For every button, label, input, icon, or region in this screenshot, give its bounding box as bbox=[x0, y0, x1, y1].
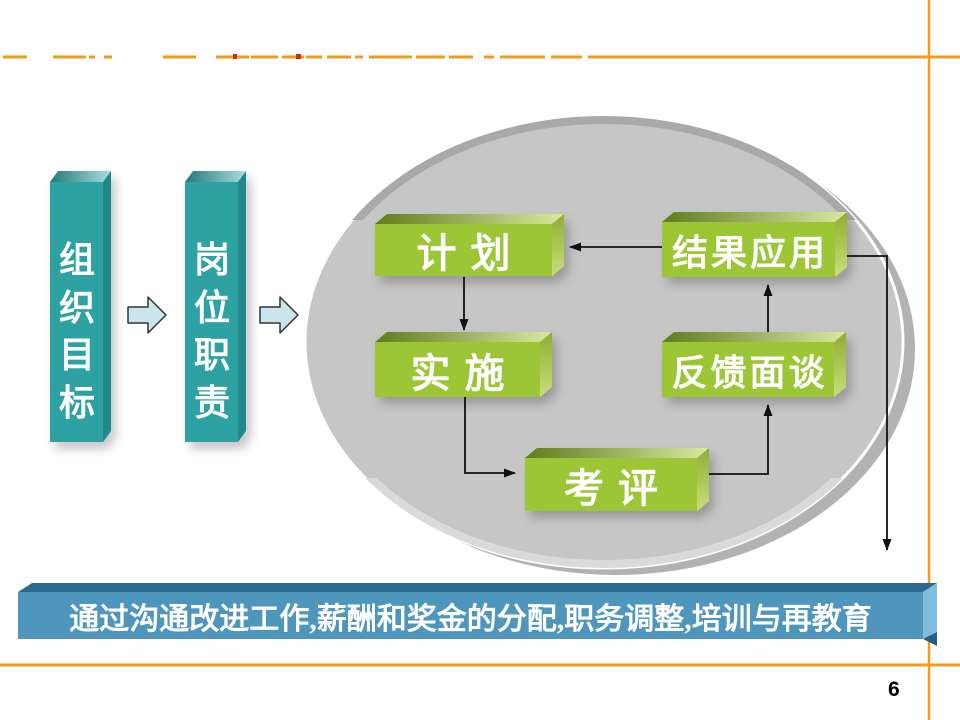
plan-label: 计划 bbox=[416, 231, 525, 276]
footer-bar bbox=[18, 583, 937, 646]
result-apply-label: 结果应用 bbox=[671, 232, 828, 273]
evaluate-label: 考评 bbox=[564, 465, 672, 511]
footer-bar-label: 通过沟通改进工作,薪酬和奖金的分配,职务调整,培训与再教育 bbox=[69, 602, 872, 636]
flow-arrow-right-icon-2 bbox=[259, 296, 299, 334]
cycle-connectors bbox=[459, 242, 892, 551]
result-apply-box bbox=[662, 212, 847, 277]
connector-evaluate-to-feedback-arrow bbox=[697, 404, 773, 475]
title-remnant-specks bbox=[233, 54, 301, 59]
implement-label: 实施 bbox=[410, 350, 519, 396]
evaluate-box bbox=[525, 448, 709, 511]
connector-apply-to-footer-arrow bbox=[847, 255, 892, 551]
org-goal-box bbox=[50, 171, 111, 442]
implement-box bbox=[375, 332, 552, 397]
plan-box bbox=[375, 214, 564, 276]
flow-arrows bbox=[127, 296, 299, 334]
flow-arrow-right-icon-1 bbox=[127, 296, 167, 334]
post-duty-label: 岗位职责 bbox=[193, 240, 230, 423]
feedback-label: 反馈面谈 bbox=[671, 352, 828, 393]
org-goal-label: 组织目标 bbox=[58, 240, 95, 423]
feedback-box bbox=[662, 332, 846, 397]
post-duty-box bbox=[185, 171, 246, 442]
connector-implement-to-evaluate-arrow bbox=[464, 397, 516, 478]
page-number: 6 bbox=[888, 678, 900, 701]
